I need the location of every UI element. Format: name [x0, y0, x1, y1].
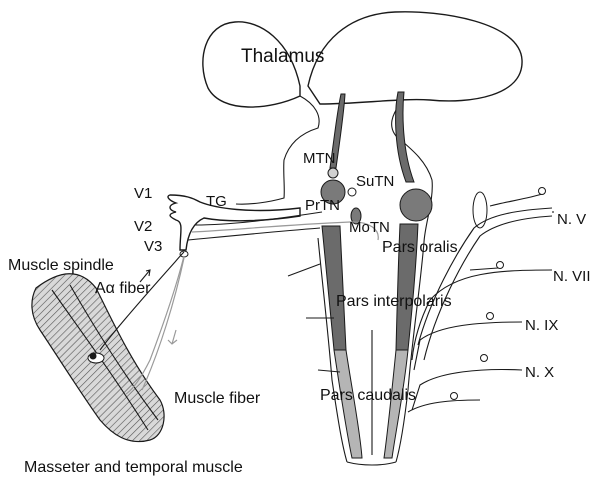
label-n-x: N. X [525, 364, 554, 381]
medulla-bottom-edge [347, 462, 396, 465]
label-motn: MoTN [349, 219, 390, 236]
label-pars-oralis: Pars oralis [382, 239, 458, 256]
efferent-arrow [168, 330, 177, 344]
mesencephalic-tracts [330, 92, 414, 182]
pointer-oralis [288, 264, 320, 276]
label-n-v: N. V [557, 211, 586, 228]
n-x-ganglion-dot [481, 355, 488, 362]
n-vii-ganglion-dot [497, 262, 504, 269]
oralis-right-nucleus [400, 189, 432, 221]
n-v-fiber-3 [490, 194, 542, 206]
caudal-fiber [408, 400, 480, 412]
label-v3: V3 [144, 238, 162, 255]
label-sutn: SuTN [356, 173, 394, 190]
thalamus-right-lobe [308, 12, 522, 104]
n-v-fiber-2 [424, 216, 552, 360]
label-n-ix: N. IX [525, 317, 558, 334]
trigeminal-ganglion [168, 195, 300, 250]
tg-to-pons-line-2 [188, 228, 320, 240]
label-tg: TG [206, 193, 227, 210]
label-v1: V1 [134, 185, 152, 202]
n-vii-branch [470, 268, 498, 270]
label-thalamus: Thalamus [241, 46, 324, 67]
caudal-ganglion-dot [451, 393, 458, 400]
label-pars-interpolaris: Pars interpolaris [336, 293, 452, 310]
label-mtn: MTN [303, 150, 336, 167]
n-vii-fiber [412, 270, 552, 360]
left-column-lower [334, 350, 362, 458]
caption: Masseter and temporal muscle [24, 459, 243, 476]
label-v2: V2 [134, 218, 152, 235]
n-ix-ganglion-dot [487, 313, 494, 320]
n-v-root [473, 192, 487, 228]
right-mesencephalic-tract [396, 92, 414, 182]
mtn-nucleus [328, 168, 338, 178]
label-prtn: PrTN [305, 197, 340, 214]
label-muscle-fiber: Muscle fiber [174, 390, 261, 407]
n-ix-fiber [414, 322, 522, 370]
label-pars-caudalis: Pars caudalis [320, 387, 416, 404]
n-v-ganglion-dot [539, 188, 546, 195]
left-column-upper [322, 226, 346, 350]
label-a-alpha-fiber: Aα fiber [95, 280, 151, 297]
trigeminal-nerve [168, 195, 378, 257]
sutn-nucleus [348, 188, 356, 196]
label-muscle-spindle: Muscle spindle [8, 257, 114, 274]
label-n-vii: N. VII [553, 268, 591, 285]
muscle-spindle-core [90, 353, 97, 360]
right-column-lower [384, 350, 408, 458]
